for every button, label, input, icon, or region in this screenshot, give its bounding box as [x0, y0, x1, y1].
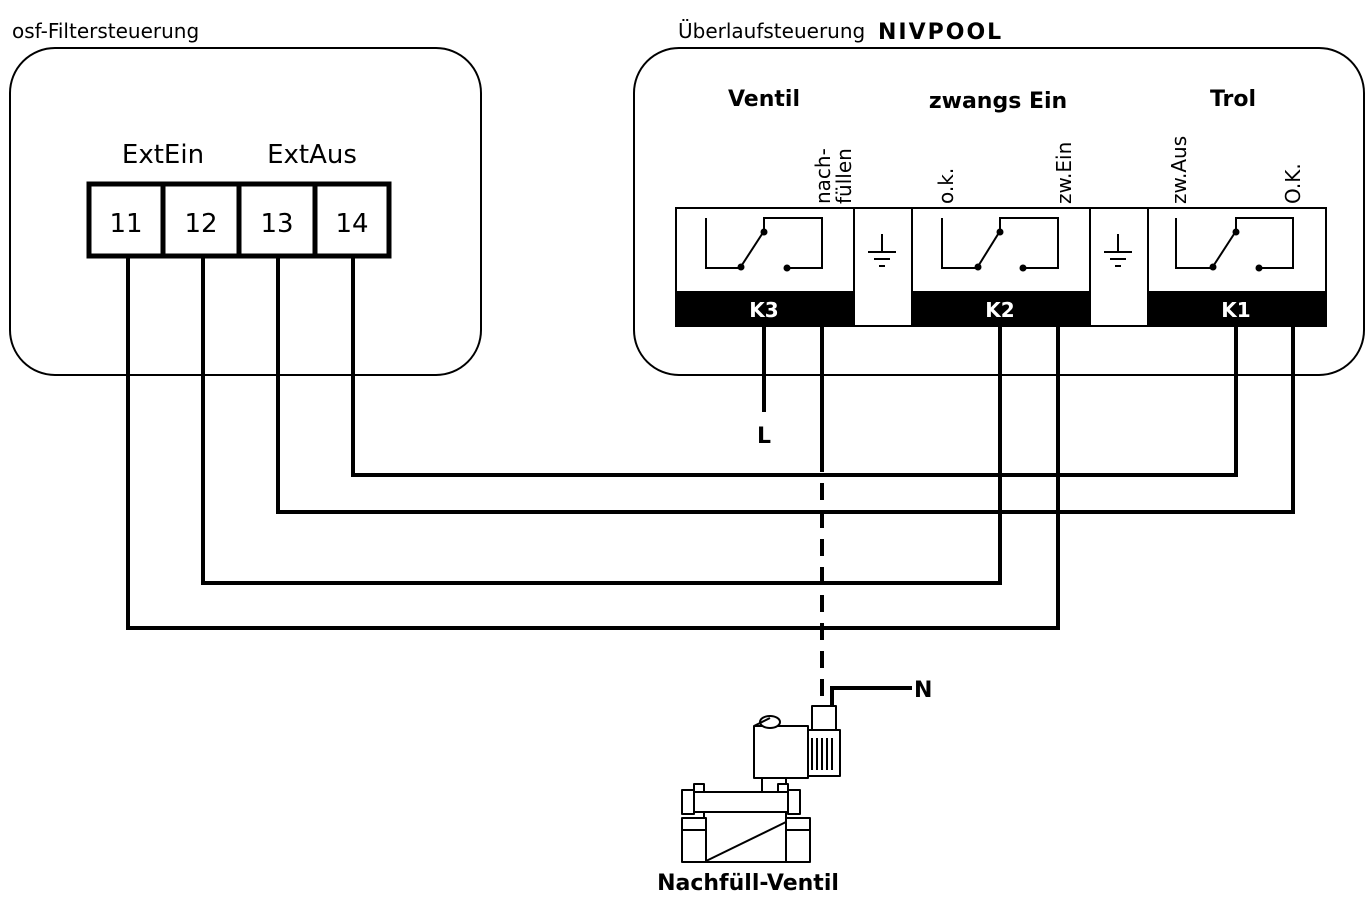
- valve-label: Nachfüll-Ventil: [657, 871, 839, 896]
- relay-k2: K2: [912, 217, 1090, 326]
- terminal-label-13: 13: [260, 209, 293, 239]
- relay-k2-bar: [912, 291, 1090, 326]
- relay-strip: K3 K2: [675, 207, 1327, 327]
- group-heading-trol: Trol: [1210, 87, 1256, 112]
- contact-k1-dot-right: [1255, 264, 1263, 272]
- wire-n: [830, 686, 912, 708]
- contact-label-zw-aus: zw.Aus: [1167, 136, 1191, 204]
- valve-plug: [811, 705, 837, 733]
- contact-k2-right: [999, 217, 1059, 269]
- right-device-title: Überlaufsteuerung: [678, 19, 865, 43]
- terminal-label-12: 12: [184, 209, 217, 239]
- contact-k3-right: [763, 217, 823, 269]
- contact-k2-dot-right: [1019, 264, 1027, 272]
- earth-box-1: [853, 207, 913, 327]
- wire-label-n: N: [914, 678, 932, 703]
- earth-box-2: [1089, 207, 1149, 327]
- contact-k2-switch: [976, 230, 1001, 269]
- contact-k3-dot-low: [737, 263, 745, 271]
- relay-k3-bar: [676, 291, 854, 326]
- wire-12-to-k2: [201, 256, 1002, 585]
- wire-13-to-k1: [276, 256, 1295, 514]
- contact-k1-switch: [1211, 230, 1237, 269]
- contact-k1-dot-low: [1209, 263, 1217, 271]
- terminal-block: 11 12 13 14: [86, 181, 392, 259]
- contact-k2-left: [941, 218, 977, 269]
- relay-k3: K3: [676, 217, 854, 326]
- contact-label-nachfuellen-2: füllen: [832, 148, 856, 204]
- valve-port-left: [681, 817, 707, 863]
- left-device-enclosure: [9, 47, 482, 376]
- relay-k1: K1: [1148, 217, 1326, 326]
- terminal-label-11: 11: [109, 209, 142, 239]
- contact-k2-dot-low: [974, 263, 982, 271]
- relay-label-k3: K3: [749, 298, 778, 322]
- contact-label-zw-ein: zw.Ein: [1052, 142, 1076, 204]
- brand-logo: NIVPOOL: [878, 20, 1003, 45]
- wire-14-to-k1: [351, 256, 1238, 477]
- contact-label-ok-k1: O.K.: [1281, 163, 1305, 204]
- contact-k1-right: [1235, 217, 1294, 269]
- contact-k3-switch: [739, 230, 765, 269]
- contact-k3-left: [705, 218, 740, 269]
- wire-11-to-k2: [126, 256, 1060, 630]
- group-heading-zwangs-ein: zwangs Ein: [929, 89, 1067, 114]
- wire-label-l: L: [757, 424, 771, 449]
- left-device-title: osf-Filtersteuerung: [12, 19, 199, 43]
- contact-k1-left: [1175, 218, 1212, 269]
- valve-coil: [753, 725, 809, 779]
- terminal-label-14: 14: [335, 209, 368, 239]
- relay-label-k1: K1: [1221, 298, 1250, 322]
- solenoid-valve-icon: [681, 705, 841, 863]
- relay-k1-bar: [1148, 291, 1326, 326]
- earth-symbol-2: [1089, 207, 1149, 327]
- valve-body: [703, 811, 787, 863]
- group-heading-ventil: Ventil: [728, 87, 800, 112]
- group-label-extaus: ExtAus: [267, 140, 357, 170]
- group-label-extein: ExtEin: [122, 140, 204, 170]
- valve-port-right: [785, 817, 811, 863]
- wiring: [126, 256, 1295, 708]
- contact-k3-dot-right: [783, 264, 791, 272]
- relay-label-k2: K2: [985, 298, 1014, 322]
- earth-symbol-1: [853, 207, 913, 327]
- valve-bonnet: [691, 791, 791, 813]
- contact-label-nachfuellen-1: nach-: [811, 148, 835, 204]
- contact-label-ok-k2: o.k.: [934, 168, 958, 204]
